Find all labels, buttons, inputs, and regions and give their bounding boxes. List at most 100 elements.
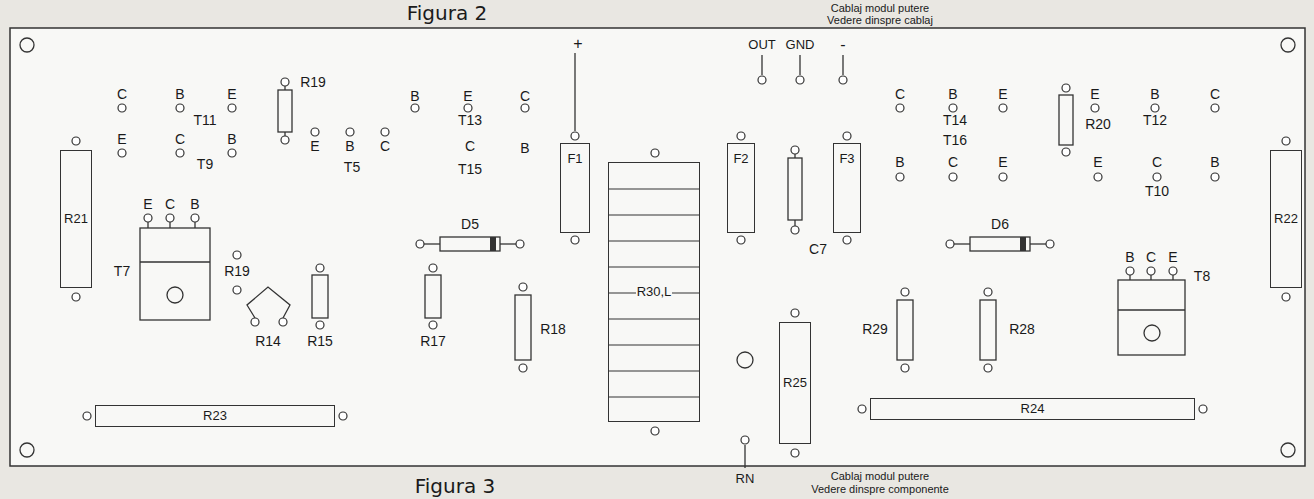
component-lead [954,243,970,244]
pin-label: E [1168,250,1177,265]
solder-pad [339,412,347,420]
pin-label: C [1210,87,1220,102]
fuse-body: F2 [727,143,755,233]
part-label: T9 [197,157,213,172]
solder-pad [1046,240,1054,248]
solder-pad [651,149,659,157]
solder-pad [429,264,437,272]
wire-lead [574,53,575,131]
solder-pad [1091,104,1099,112]
solder-pad [1153,173,1161,181]
caption-note: Cablaj modul putere [831,2,929,14]
part-label: R25 [782,376,808,390]
resistor-symbol [312,275,328,318]
pin-label: C [380,139,390,154]
solder-pad [839,76,847,84]
pin-label: E [998,87,1007,102]
part-label: R19 [300,75,326,90]
solder-pad [1169,267,1177,275]
solder-pad [176,104,184,112]
pin-label: B [1125,250,1134,265]
part-label: T14 [943,113,967,128]
resistor-symbol [897,300,913,360]
fuse-body: F1 [560,143,590,233]
part-label: D5 [461,217,479,232]
pin-label: C [1146,250,1156,265]
solder-pad [1199,405,1207,413]
solder-pad [311,128,319,136]
resistor-stripe [609,266,699,267]
solder-pad [1062,84,1070,92]
figure-label: Figura 2 [407,2,488,24]
solder-pad [429,321,437,329]
mounting-hole [1281,443,1295,457]
pin-label: C [165,197,175,212]
solder-pad [411,104,419,112]
pin-label: C [520,89,530,104]
pin-label: E [310,139,319,154]
solder-pad [843,132,851,140]
pin-label: E [998,155,1007,170]
wire-link [247,287,290,318]
solder-pad [1211,104,1219,112]
solder-pad [858,405,866,413]
solder-pad [791,449,799,457]
fuse-body: F3 [833,143,861,233]
component-lead [194,222,195,228]
diode-symbol [970,237,1030,251]
solder-pad [176,149,184,157]
pin-label: C [465,139,475,154]
component-lead [1150,275,1151,280]
part-label: T10 [1145,184,1169,199]
solder-pad [316,321,324,329]
component-lead [1030,243,1046,244]
solder-pad [1094,173,1102,181]
solder-pad [281,78,289,86]
terminal-label: OUT [748,38,775,52]
solder-pad [316,264,324,272]
part-label: T5 [344,160,360,175]
solder-pad [791,146,799,154]
pin-label: C [117,87,127,102]
solder-pad [571,236,579,244]
resistor-stripe [609,240,699,241]
component-lead [147,222,148,228]
resistor-symbol [1059,95,1073,145]
pin-label: B [1210,155,1219,170]
part-label: T7 [114,264,130,279]
solder-pad [796,76,804,84]
solder-pad [791,226,799,234]
transistor-body [1144,325,1160,341]
solder-pad [166,214,174,222]
resistor-stripe [609,318,699,319]
solder-pad [737,132,745,140]
part-label: T13 [458,113,482,128]
solder-pad [949,173,957,181]
resistor-symbol [425,275,441,318]
solder-pad [1282,293,1290,301]
solder-pad [519,364,527,372]
solder-pad [521,104,529,112]
component-lead [1172,275,1173,280]
part-label: F1 [566,152,583,166]
solder-pad [72,293,80,301]
solder-pad [1126,267,1134,275]
terminal-label: GND [786,38,815,52]
part-label: T11 [193,113,216,128]
power-resistor-body: R30,L [608,162,700,422]
part-label: T16 [943,133,967,148]
pin-label: E [463,89,472,104]
solder-pad [279,318,287,326]
solder-pad [949,104,957,112]
solder-pad [901,288,909,296]
solder-pad [896,173,904,181]
pin-label: C [175,132,185,147]
pin-label: E [227,87,236,102]
solder-pad [251,318,259,326]
caption-note: Cablaj modul putere [831,470,929,482]
solder-pad [464,104,472,112]
resistor-body: R24 [870,398,1195,420]
part-label: R30,L [636,285,673,299]
resistor-body: R22 [1270,150,1302,288]
resistor-symbol [515,295,531,360]
